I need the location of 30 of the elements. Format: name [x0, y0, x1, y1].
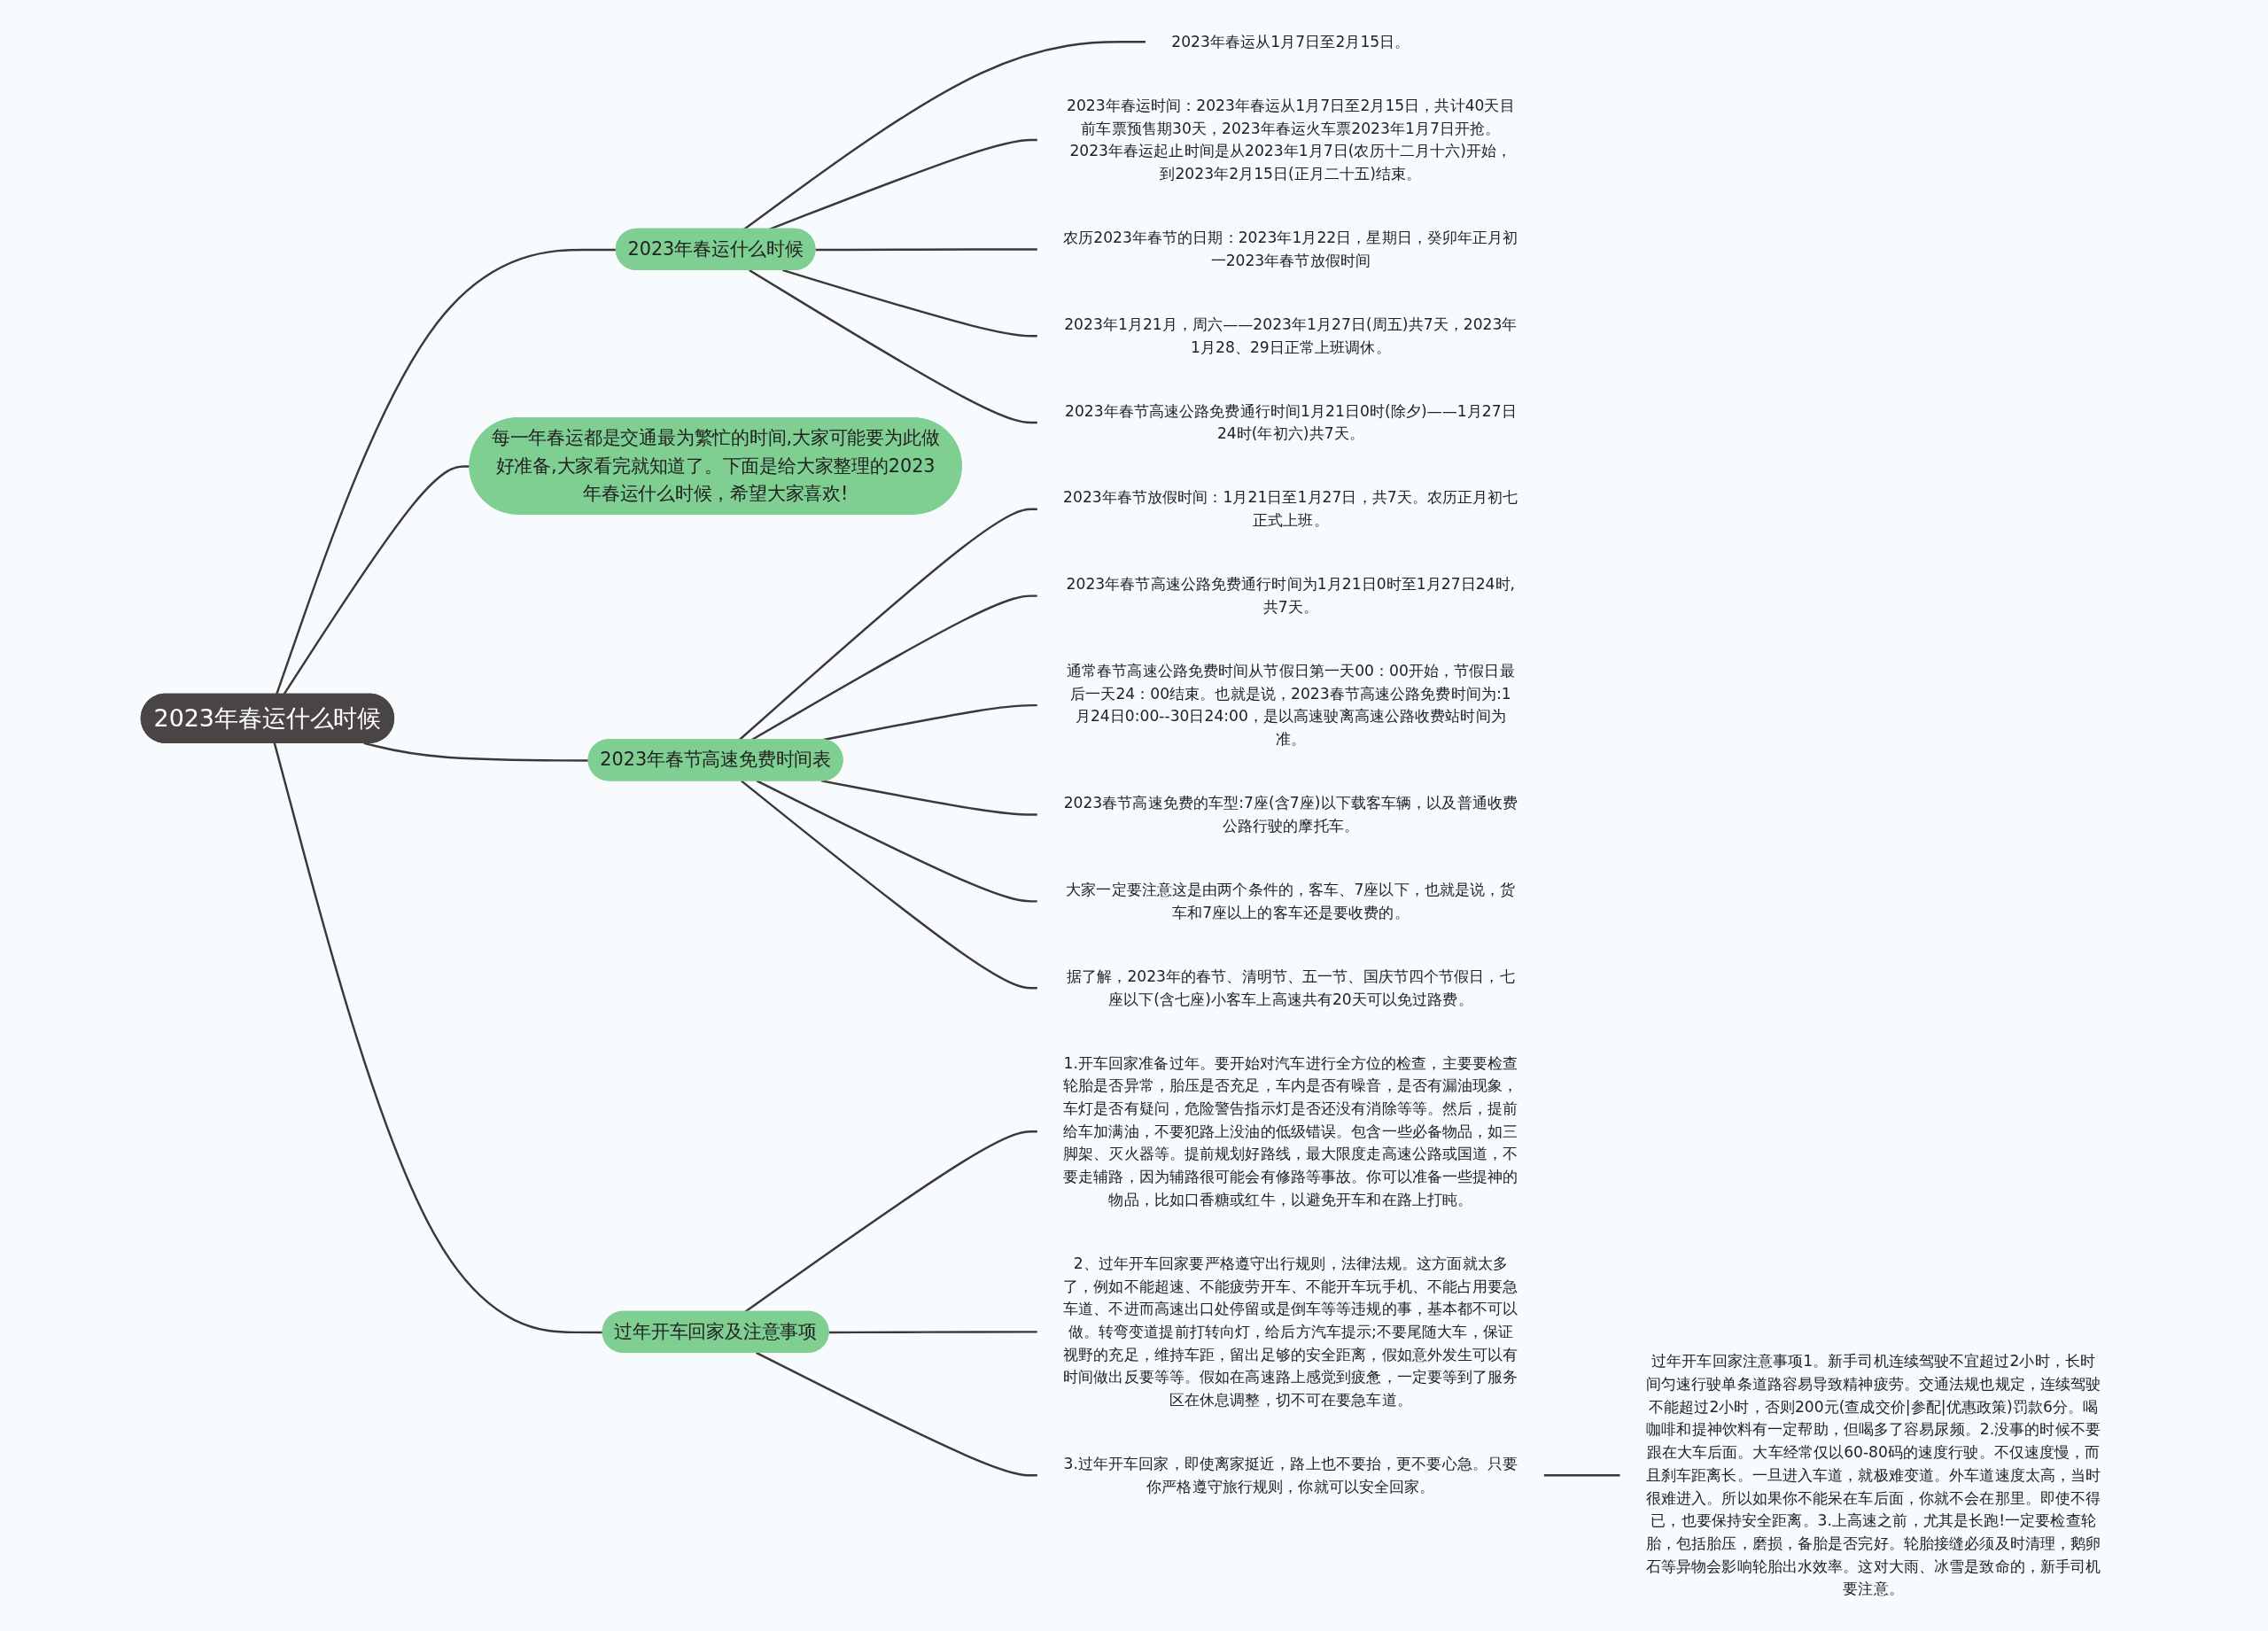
connector	[750, 594, 1037, 742]
node-text: 通常春节高速公路免费时间从节假日第一天00：00开始，节假日最后一天24：00结束。也就是说，2023春节高速公路免费时间为:1月24日0:00--30日24:00，是以高速驶离高速公路收费站时间为准。	[1066, 662, 1515, 748]
connector	[756, 1351, 1037, 1477]
connector	[273, 742, 603, 1334]
node-text: 大家一定要注意这是由两个条件的，客车、7座以下，也就是说，货车和7座以上的客车还是要收费的。	[1066, 881, 1516, 921]
connector	[828, 1331, 1037, 1334]
connector	[749, 268, 1037, 424]
node-text: 3.过年开车回家，即使离家挺近，路上也不要抬，更不要心急。只要你严格遵守旅行规则，你就可以安全回家。	[1063, 1455, 1518, 1495]
connector	[283, 465, 470, 695]
connector	[756, 780, 1037, 903]
node-text: 过年开车回家注意事项1。新手司机连续驾驶不宜超过2小时，长时间匀速行驶单条道路容易导致精神疲劳。交通法规也规定，连续驾驶不能超过2小时，否则200元(查成交价|参配|优惠政策)罚款6分。喝咖啡和提神饮料有一定帮助，但喝多了容易尿频。2.没事的时候不要跟在大车后面。大车经常仅以60-80码的速度行驶。不仅速度慢，而且刹车距离长。一旦进入车道，就极难变道。外车道速度太高，当时很难进入。所以如果你不能呆在车后面，你就不会在那里。即使不得已，也要保持安全距离。3.上高速之前，尤其是长跑!一定要检查轮胎，包括胎压，磨损，备胎是否完好。轮胎接缝必须及时清理，鹅卵石等异物会影响轮胎出水效率。这对大雨、冰雪是致命的，新手司机要注意。	[1645, 1352, 2101, 1597]
node-text: 2、过年开车回家要严格遵守出行规则，法律法规。这方面就太多了，例如不能超速、不能疲劳开车、不能开车玩手机、不能占用要急车道、不进而高速出口处停留或是倒车等等违规的事，基本都不可以做。转弯变道提前打转向灯，给后方汽车提示;不要尾随大车，保证视野的充足，维持车距，留出足够的安全距离，假如意外发生可以有时间做出反要等等。假如在高速路上感觉到疲惫，一定要等到了服务区在休息调整，切不可在要急车道。	[1063, 1254, 1518, 1409]
connector	[820, 780, 1037, 816]
connector	[363, 742, 589, 762]
node-text: 2023年春运从1月7日至2月15日。	[1171, 32, 1410, 50]
node-text: 2023年1月21月，周六——2023年1月27日(周五)共7天，2023年1月28、29日正常上班调休。	[1064, 315, 1518, 356]
node-text: 2023年春运时间：2023年春运从1月7日至2月15日，共计40天目前车票预售期30天，2023年春运火车票2023年1月7日开抢。2023年春运起止时间是从2023年1月7日(农历十二月十六)开始，到2023年2月15日(正月二十五)结束。	[1067, 97, 1515, 183]
connector	[738, 508, 1037, 742]
connector	[781, 268, 1037, 338]
connector	[741, 780, 1037, 990]
node-text: 2023年春节放假时间：1月21日至1月27日，共7天。农历正月初七正式上班。	[1063, 488, 1518, 529]
node-text: 2023年春节高速公路免费通行时间1月21日0时(除夕)——1月27日24时(年初六)共7天。	[1065, 401, 1517, 443]
node-text: 1.开车回家准备过年。要开始对汽车进行全方位的检查，主要要检查轮胎是否异常，胎压是否充足，车内是否有噪音，是否有漏油现象，车灯是否有疑问，危险警告指示灯是否还没有消除等等。然后，提前给车加满油，不要犯路上没油的低级错误。包含一些必备物品，如三脚架、灭火器等。提前规划好路线，最大限度走高速公路或国道，不要走辅路，因为辅路很可能会有修路等事故。你可以准备一些提神的物品，比如口香糖或红牛，以避免开车和在路上打盹。	[1063, 1053, 1518, 1208]
node-text: 农历2023年春节的日期：2023年1月22日，星期日，癸卯年正月初一2023年春节放假时间	[1063, 229, 1518, 269]
node-text: 2023春节高速免费的车型:7座(含7座)以下载客车辆，以及普通收费公路行驶的摩托车。	[1063, 794, 1518, 835]
node-text: 据了解，2023年的春节、清明节、五一节、国庆节四个节假日，七座以下(含七座)小客车上高速共有20天可以免过路费。	[1066, 967, 1515, 1008]
connector	[1543, 1474, 1620, 1477]
connector	[276, 248, 617, 695]
connector	[815, 248, 1037, 252]
node-text: 2023年春节高速公路免费通行时间为1月21日0时至1月27日24时,共7天。	[1066, 575, 1516, 616]
